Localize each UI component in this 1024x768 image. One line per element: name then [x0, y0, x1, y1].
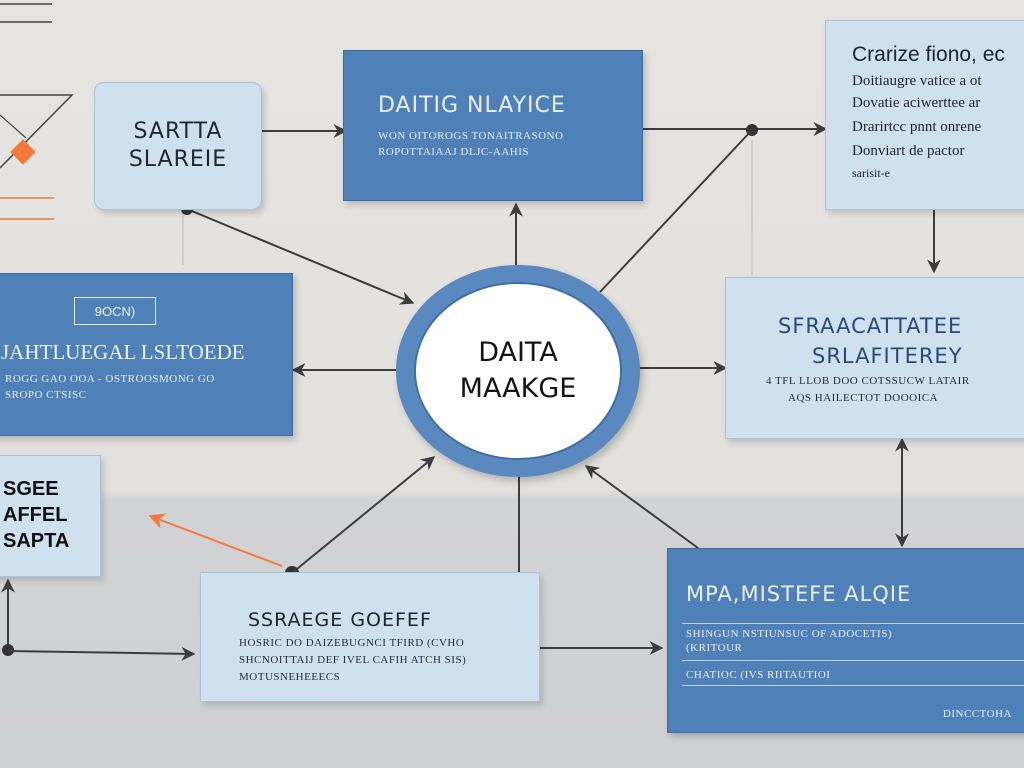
divider	[682, 685, 1024, 686]
top-right-node-line: Dovatie aciwerttee ar	[852, 95, 981, 111]
arrow-side-to-bottom	[7, 646, 196, 661]
right-node-line1: SFRAACATTATEE	[778, 314, 963, 338]
center-node-line2: MAAKGE	[459, 373, 577, 404]
right-node-line2: SRLAFITEREY	[812, 344, 963, 368]
side-node[interactable]: SGEE AFFEL SAPTA	[0, 455, 101, 577]
side-node-line: SAPTA	[3, 530, 70, 552]
orange-accent-arrow	[148, 513, 283, 567]
connector-lines	[0, 122, 941, 661]
left-node[interactable]: 9OCN) Jahtluegal lsltoede ROGG GAO OOA -…	[0, 273, 293, 436]
right-node[interactable]: SFRAACATTATEE SRLAFITEREY 4 TFL LLOB DOO…	[725, 277, 1024, 439]
right-node-line3: 4 TFL LLOB DOO COTSSUCW LATAIR	[766, 375, 970, 387]
left-node-line1: ROGG GAO OOA - OSTROOSMONG GO	[5, 373, 215, 385]
top-node[interactable]: DAITIG NLAYICE WON OITOROGS TONAITRASONO…	[343, 50, 643, 201]
bottom-node[interactable]: SSRAEGE GOEFEF HOSRIC DO DAIZEBUGNCI TFI…	[200, 572, 540, 702]
top-right-node-line: Doitiaugre vatice a ot	[852, 73, 982, 89]
bottom-node-line2: SHCNOITTAIJ DEF IVEL CAFIH ATCH SIS)	[239, 654, 467, 666]
top-right-node-line: sarisit-e	[852, 166, 890, 180]
divider	[682, 623, 1024, 624]
bottom-right-node-line2: (KRITOUR	[686, 642, 743, 654]
center-node[interactable]: DAITA MAAKGE	[396, 265, 640, 477]
top-right-node-line: Drarirtcc pnnt onrene	[852, 119, 982, 135]
top-node-title: DAITIG NLAYICE	[378, 93, 566, 118]
start-node-line2: SLAREIE	[128, 147, 228, 172]
top-node-line1: WON OITOROGS TONAITRASONO	[378, 130, 564, 142]
top-right-node-line: Donviart de pactor	[852, 143, 965, 159]
bottom-node-line1: HOSRIC DO DAIZEBUGNCI TFIRD (CVHO	[239, 637, 465, 649]
junction-dot	[2, 644, 14, 656]
bottom-node-title: SSRAEGE GOEFEF	[248, 609, 432, 631]
center-node-inner: DAITA MAAKGE	[414, 282, 622, 460]
bottom-right-node-line4: DINCCTOHA	[942, 708, 1012, 720]
left-node-line2: SROPO CTSISC	[5, 389, 87, 401]
top-node-line2: ROPOTTAIAAJ DLJC-AAHIS	[378, 146, 529, 158]
left-node-tag: 9OCN)	[74, 297, 156, 325]
arrow-start-to-center	[186, 208, 415, 305]
side-node-line: SGEE	[3, 478, 59, 500]
line-center-to-junction	[599, 129, 753, 293]
bottom-right-node-line1: SHINGUN NSTIUNSUC OF ADOCETIS)	[686, 628, 892, 640]
bottom-right-node-line3: CHATIOC (IVS RIITAUTIOI	[686, 669, 831, 681]
diamond-marker-icon	[10, 139, 36, 165]
top-right-node[interactable]: Crarize fiono, ec Doitiaugre vatice a ot…	[825, 20, 1024, 210]
arrow-bottom-right-to-center	[584, 465, 699, 549]
start-node-line1: SARTTA	[133, 119, 223, 144]
center-node-line1: DAITA	[478, 337, 558, 368]
side-node-line: AFFEL	[3, 504, 68, 526]
top-right-node-title: Crarize fiono, ec	[852, 43, 1005, 66]
bottom-right-node-title: MPA,MISTEFE ALQIE	[686, 582, 912, 606]
bottom-right-node[interactable]: MPA,MISTEFE ALQIE SHINGUN NSTIUNSUC OF A…	[667, 548, 1024, 733]
right-node-line4: AQS HAILECTOT DOOOICA	[788, 392, 939, 404]
arrow-bottom-to-center	[291, 456, 436, 574]
start-node[interactable]: SARTTA SLAREIE	[94, 82, 262, 210]
bottom-node-line3: MOTUSNEHEEECS	[239, 671, 341, 683]
divider	[682, 660, 1024, 661]
left-node-title: Jahtluegal lsltoede	[1, 340, 245, 364]
